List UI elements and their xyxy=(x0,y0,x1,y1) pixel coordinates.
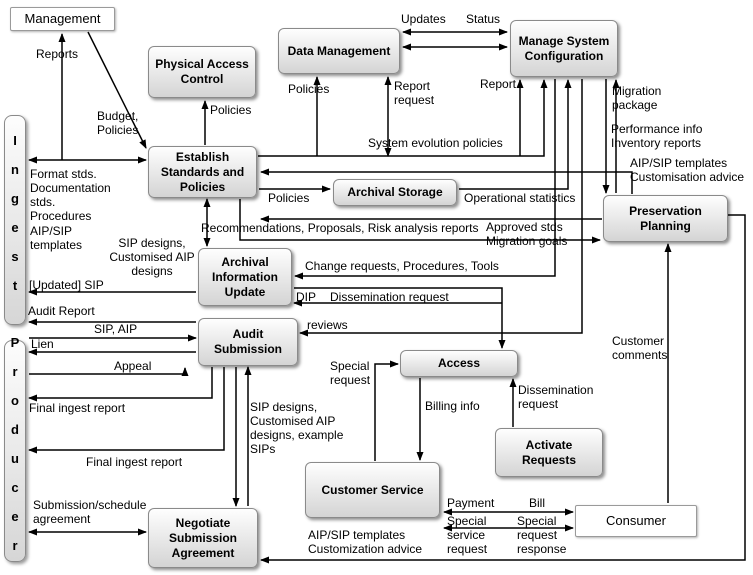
node-label-customer-service: Customer Service xyxy=(321,482,424,497)
arrow-dissemination-to-access xyxy=(294,287,506,349)
node-label-data-management: Data Management xyxy=(287,43,391,58)
node-establish-standards-policies: Establish Standards and Policies xyxy=(148,146,257,198)
flow-label-policies-dm: Policies xyxy=(288,82,330,96)
flow-label-approved-stds: Approved stds Migration goals xyxy=(486,220,568,249)
flow-label-aip-templates-bottom: AIP/SIP templates Customization advice xyxy=(308,528,423,557)
node-customer-service: Customer Service xyxy=(305,462,440,518)
flow-label-special-service-request: Special service request xyxy=(447,514,488,557)
node-label-access: Access xyxy=(437,356,481,370)
flow-label-recommendations: Recommendations, Proposals, Risk analysi… xyxy=(201,221,479,235)
flow-label-audit-report: Audit Report xyxy=(28,304,95,318)
flow-label-aip-templates-top: AIP/SIP templates Customisation advice xyxy=(630,156,745,185)
arrow-templates-to-negotiate xyxy=(260,214,746,564)
flow-label-report: Report xyxy=(480,77,517,91)
node-activate-requests: Activate Requests xyxy=(495,428,603,477)
flow-label-sip-designs-1: SIP designs, Customised AIP designs xyxy=(109,236,195,279)
node-label-activate-requests: Activate Requests xyxy=(521,437,577,467)
flow-label-special-request: Special request xyxy=(330,359,371,388)
flow-label-policies-pac: Policies xyxy=(210,103,252,117)
flow-label-updates: Updates xyxy=(401,12,446,26)
flow-label-system-evolution-policies: System evolution policies xyxy=(368,136,503,150)
flow-label-special-request-response: Special request response xyxy=(517,514,567,557)
node-label-archival-information-update: Archival Information Update xyxy=(212,254,278,299)
flow-label-appeal: Appeal xyxy=(114,359,152,373)
sidebar-ingest: Ingest xyxy=(4,115,26,325)
node-label-manage-system-configuration: Manage System Configuration xyxy=(518,33,610,63)
node-label-establish-standards-policies: Establish Standards and Policies xyxy=(160,149,245,194)
flow-label-migration-package: Migration package xyxy=(612,84,662,113)
flow-label-reports: Reports xyxy=(36,47,79,61)
arrow-special-request xyxy=(374,360,399,461)
flow-label-lien: Lien xyxy=(31,337,54,351)
flow-label-performance-info: Performance info Inventory reports xyxy=(611,122,703,151)
flow-label-dip: DIP xyxy=(296,290,317,304)
node-label-preservation-planning: Preservation Planning xyxy=(629,203,702,233)
arrow-final-ingest-report-2 xyxy=(28,367,225,454)
node-physical-access-control: Physical Access Control xyxy=(148,46,256,98)
flow-label-final-ingest-report-2: Final ingest report xyxy=(86,455,183,469)
arrow-operational-statistics xyxy=(459,79,572,190)
node-preservation-planning: Preservation Planning xyxy=(603,195,728,242)
flow-label-budget-policies: Budget, Policies xyxy=(97,109,139,138)
flow-label-sip-designs-2: SIP designs, Customised AIP designs, exa… xyxy=(250,400,344,457)
node-access: Access xyxy=(400,350,518,377)
flow-label-final-ingest-report-1: Final ingest report xyxy=(29,401,126,415)
flow-label-change-requests: Change requests, Procedures, Tools xyxy=(305,259,499,273)
flow-label-submission-schedule-agreement: Submission/schedule agreement xyxy=(33,498,147,527)
arrow-system-evolution-policies xyxy=(258,79,548,157)
node-label-management: Management xyxy=(24,10,101,26)
node-management: Management xyxy=(10,7,115,31)
sidebar-label-producer: Producer xyxy=(7,335,23,567)
arrow-aip-templates-to-establish xyxy=(260,168,633,194)
flow-label-updated-sip: [Updated] SIP xyxy=(29,278,104,292)
arrow-approved-stds xyxy=(239,199,601,244)
flow-label-operational-statistics: Operational statistics xyxy=(464,191,576,205)
flow-label-report-request: Report request xyxy=(394,79,435,108)
arrow-change-requests xyxy=(294,79,556,280)
flow-label-dissemination-request-1: Dissemination request xyxy=(330,290,449,304)
node-label-physical-access-control: Physical Access Control xyxy=(155,57,249,86)
node-audit-submission: Audit Submission xyxy=(198,318,298,366)
arrow-reviews xyxy=(299,79,583,337)
node-label-archival-storage: Archival Storage xyxy=(347,185,443,199)
node-label-negotiate-submission-agreement: Negotiate Submission Agreement xyxy=(168,515,237,560)
flow-label-payment: Payment xyxy=(447,496,495,510)
flow-label-ingest-standards: Format stds. Documentation stds. Procedu… xyxy=(30,167,111,252)
flow-label-dissemination-request-2: Dissemination request xyxy=(518,383,594,412)
node-consumer: Consumer xyxy=(575,505,697,537)
sidebar-label-ingest: Ingest xyxy=(7,133,23,307)
flow-label-bill: Bill xyxy=(529,496,546,510)
node-label-consumer: Consumer xyxy=(606,512,666,528)
sidebar-producer: Producer xyxy=(4,335,26,567)
flow-label-sip-aip: SIP, AIP xyxy=(94,322,138,336)
arrow-final-ingest-report-1 xyxy=(28,367,213,402)
flow-label-policies-archival-storage: Policies xyxy=(268,191,310,205)
flow-label-billing-info: Billing info xyxy=(425,399,480,413)
node-archival-information-update: Archival Information Update xyxy=(198,248,292,306)
node-manage-system-configuration: Manage System Configuration xyxy=(510,20,618,77)
arrow-budget-policies xyxy=(87,31,147,149)
flow-label-status: Status xyxy=(466,12,501,26)
node-archival-storage: Archival Storage xyxy=(333,179,457,206)
flow-label-reviews: reviews xyxy=(307,318,348,332)
node-label-audit-submission: Audit Submission xyxy=(213,327,282,356)
node-data-management: Data Management xyxy=(278,28,400,74)
flow-label-customer-comments: Customer comments xyxy=(612,334,668,363)
arrow-appeal xyxy=(29,367,189,376)
node-negotiate-submission-agreement: Negotiate Submission Agreement xyxy=(148,508,258,568)
